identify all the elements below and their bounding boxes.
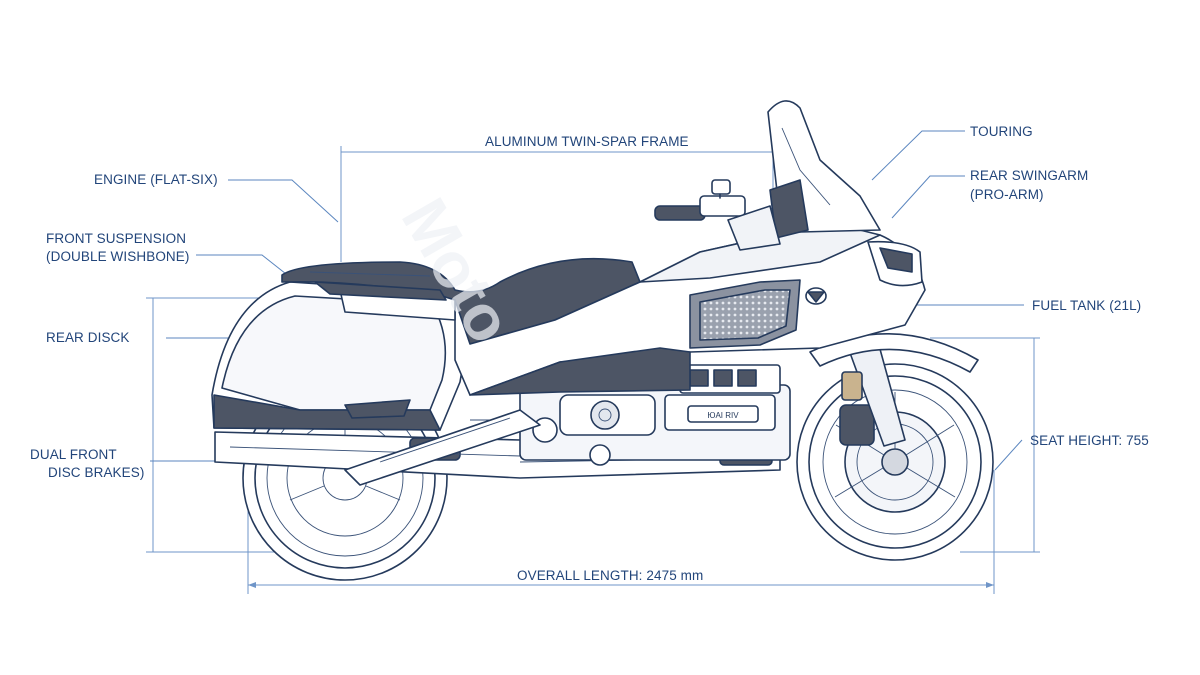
label-engine: ENGINE (FLAT-SIX) [94,172,218,187]
label-seat-height: SEAT HEIGHT: 755 [1030,433,1149,448]
label-swingarm-sub: (PRO-ARM) [970,187,1044,202]
fairing [454,229,926,396]
saddlebag [211,281,464,431]
label-front-suspension-sub: (DOUBLE WISHBONE) [46,249,190,264]
label-dual-front: DUAL FRONT [30,447,117,462]
motorcycle: ЮAI RIV [211,100,994,581]
handlebar [654,179,781,251]
rear-trim [314,281,456,321]
label-rear-disc: REAR DISCK [46,330,130,345]
label-overall-length: OVERALL LENGTH: 2475 mm [517,568,704,583]
front-wheel [796,363,994,561]
label-dual-front-sub: DISC BRAKES) [48,465,145,480]
label-fuel-tank: FUEL TANK (21L) [1032,298,1142,313]
swingarm [344,409,541,486]
label-frame: ALUMINUM TWIN-SPAR FRAME [485,134,689,149]
windscreen [767,100,881,239]
engine-badge-text: ЮAI RIV [707,411,739,420]
label-touring: TOURING [970,124,1033,139]
label-front-suspension: FRONT SUSPENSION [46,231,187,246]
engine-block: ЮAI RIV [470,364,791,466]
label-swingarm: REAR SWINGARM [970,168,1089,183]
